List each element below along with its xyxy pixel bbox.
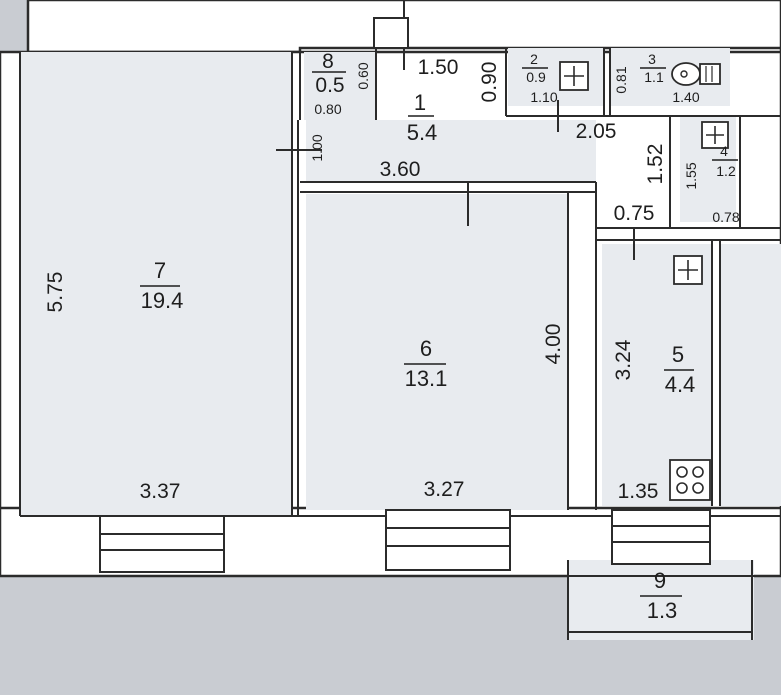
dim-1-10: 1.10 — [530, 89, 557, 105]
room-4-number: 4 — [720, 143, 728, 159]
dim-1-55: 1.55 — [683, 162, 699, 189]
dim-0-90: 0.90 — [478, 62, 501, 103]
room-8-floor — [304, 52, 376, 120]
dim-0-75: 0.75 — [614, 202, 655, 225]
dim-3-27: 3.27 — [424, 478, 465, 501]
room-5-number: 5 — [672, 342, 684, 367]
windows — [99, 17, 711, 573]
room-1-number: 1 — [414, 90, 426, 115]
room-4-area: 1.2 — [716, 163, 736, 179]
room-2-area: 0.9 — [526, 69, 546, 85]
room-7-floor — [20, 52, 292, 516]
dim-1-50: 1.50 — [418, 56, 459, 79]
dim-3-60: 3.60 — [380, 158, 421, 181]
dim-1-40: 1.40 — [672, 89, 699, 105]
room-3-area: 1.1 — [644, 69, 664, 85]
dim-3-24: 3.24 — [612, 339, 635, 380]
room-floors — [20, 48, 781, 640]
dim-1-52: 1.52 — [644, 144, 667, 185]
toilet-icon — [671, 62, 721, 86]
room-9-area: 1.3 — [647, 598, 678, 623]
room-labels: 7 19.4 6 13.1 1 5.4 5 4.4 8 0.5 2 0.9 3 … — [140, 50, 738, 623]
room-6-area: 13.1 — [405, 366, 448, 391]
sink-icon — [559, 61, 729, 285]
dim-0-78: 0.78 — [712, 209, 739, 225]
room-7-area: 19.4 — [141, 288, 184, 313]
dim-1-00: 1.00 — [309, 134, 325, 161]
room-2-number: 2 — [530, 51, 538, 67]
room-6-floor — [306, 194, 568, 510]
stove-icon — [669, 459, 711, 501]
dimension-labels: 1.50 0.90 0.60 0.80 1.00 1.10 0.81 1.40 … — [44, 56, 740, 503]
room-3-number: 3 — [648, 51, 656, 67]
room-8-number: 8 — [322, 50, 334, 73]
room-9-number: 9 — [654, 568, 666, 593]
room-1-floor — [306, 120, 596, 182]
dim-2-05: 2.05 — [576, 120, 617, 143]
room-7-number: 7 — [154, 258, 166, 283]
dim-0-80: 0.80 — [314, 101, 341, 117]
room-8-area: 0.5 — [315, 74, 344, 97]
room-1-area: 5.4 — [407, 120, 438, 145]
dim-4-00: 4.00 — [542, 324, 565, 365]
room-5-area: 4.4 — [665, 372, 696, 397]
dim-5-75: 5.75 — [44, 272, 67, 313]
dim-1-35: 1.35 — [618, 480, 659, 503]
room-6-number: 6 — [420, 336, 432, 361]
dim-0-60: 0.60 — [355, 62, 371, 89]
dim-0-81: 0.81 — [613, 66, 629, 93]
room-5b-floor — [720, 244, 781, 506]
room-9-floor — [568, 560, 754, 640]
dim-3-37: 3.37 — [140, 480, 181, 503]
